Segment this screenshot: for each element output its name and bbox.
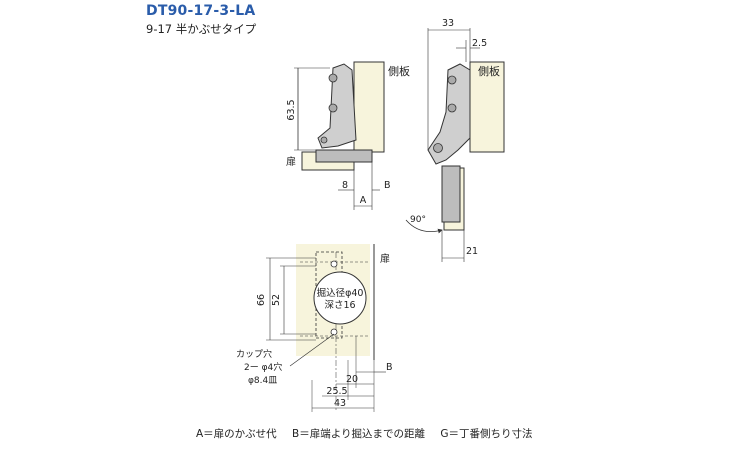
door-label-bottom: 扉 xyxy=(380,252,390,265)
hole-spec-2: φ8.4皿 xyxy=(248,376,277,386)
model-subtitle: 9-17 半かぶせタイプ xyxy=(146,22,257,36)
letter-b-top: B xyxy=(384,180,391,191)
hinge-cup-left xyxy=(315,149,373,163)
bore-depth: 深さ16 xyxy=(324,300,355,311)
legend: A＝扉のかぶせ代 B＝扉端より掘込までの距離 G＝丁番側ちり寸法 xyxy=(196,426,545,441)
letter-b-bottom: B xyxy=(386,362,393,373)
dim-8: 8 xyxy=(342,180,348,191)
angle-label: 90° xyxy=(410,215,426,225)
hinge-cup-right xyxy=(441,165,461,223)
cup-hole-label: カップ穴 xyxy=(236,348,272,360)
screw-hole-top xyxy=(330,260,338,268)
side-panel-right xyxy=(469,61,505,153)
legend-g: G＝丁番側ちり寸法 xyxy=(440,428,533,440)
hole-spec-1: 2ー φ4穴 xyxy=(244,361,282,373)
hinge-arm-right xyxy=(427,63,471,165)
closed-view: 63.5 8 B A 側板 扉 xyxy=(286,61,410,210)
side-panel-label-left: 側板 xyxy=(388,64,410,78)
side-panel-left xyxy=(353,61,385,153)
letter-a: A xyxy=(360,195,367,206)
screw-hole-bottom xyxy=(330,328,338,336)
door-label-left: 扉 xyxy=(286,155,296,168)
dim-21: 21 xyxy=(466,246,478,257)
hinge-arm-left xyxy=(317,63,357,149)
door-front-view: 掘込径φ40 深さ16 扉 66 52 カップ穴 2ー φ4穴 φ8.4皿 B xyxy=(236,244,393,412)
dim-43: 43 xyxy=(334,398,346,409)
dim-25-5: 25.5 xyxy=(326,386,347,397)
dim-63-5: 63.5 xyxy=(286,99,297,120)
bore-diameter: 掘込径φ40 xyxy=(317,287,364,299)
dim-2-5: 2.5 xyxy=(472,38,487,49)
dim-52: 52 xyxy=(271,294,282,306)
dim-33: 33 xyxy=(442,18,454,29)
side-panel-label-right: 側板 xyxy=(478,64,500,78)
legend-b: B＝扉端より掘込までの距離 xyxy=(292,428,426,440)
cup-bore-circle xyxy=(313,271,367,325)
legend-a: A＝扉のかぶせ代 xyxy=(196,428,277,440)
technical-drawing: 63.5 8 B A 側板 扉 33 xyxy=(236,18,505,412)
open-view: 33 2.5 21 90° 側板 xyxy=(405,18,505,262)
model-title: DT90-17-3-LA xyxy=(146,3,256,19)
dim-66: 66 xyxy=(256,294,267,306)
dim-20: 20 xyxy=(346,374,358,385)
